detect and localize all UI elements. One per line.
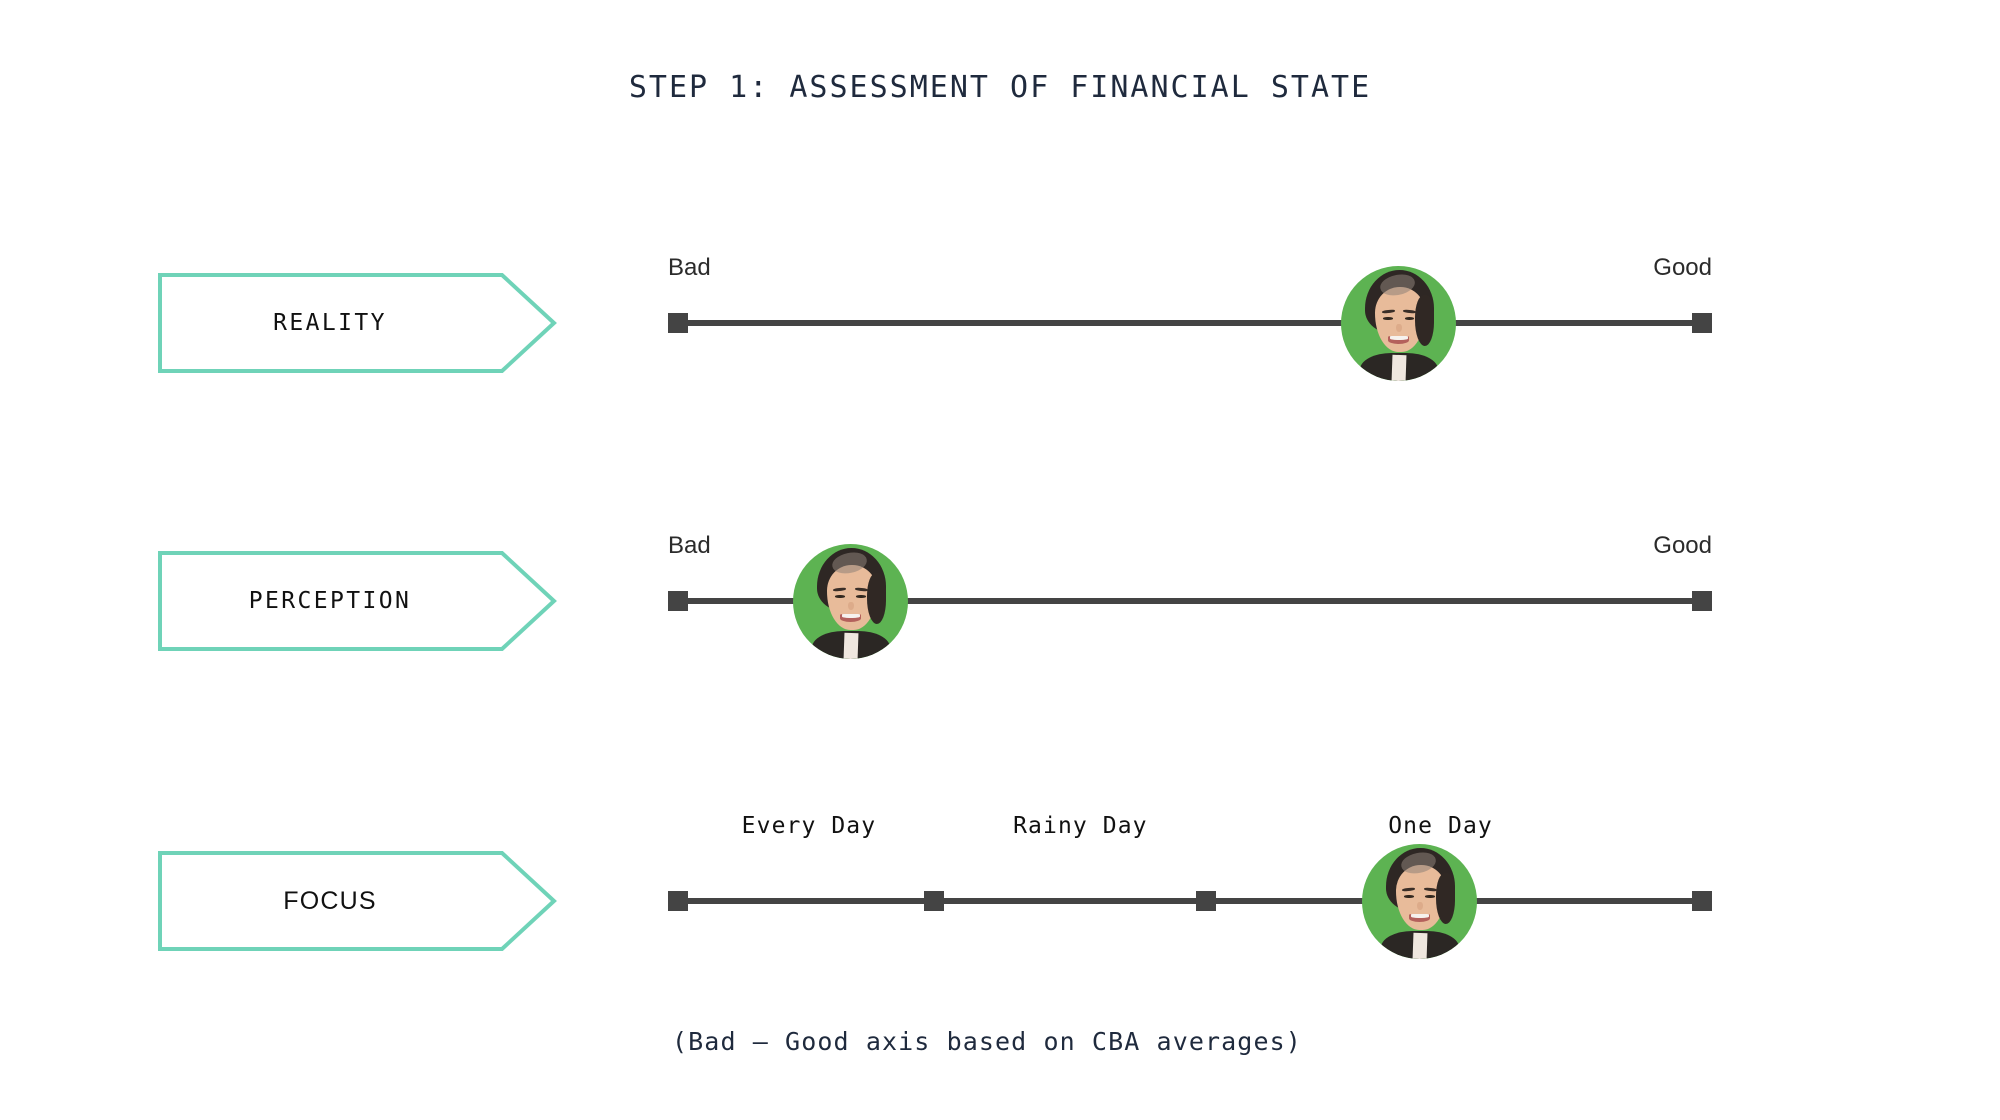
axis-start[interactable]	[668, 313, 688, 333]
axis-caption-low-perception: Bad	[668, 532, 711, 559]
focus-avatar-marker[interactable]	[1362, 843, 1478, 959]
axis-end[interactable]	[1692, 891, 1712, 911]
tick-every-day[interactable]	[668, 891, 688, 911]
avatar-photo	[793, 544, 908, 659]
chevron-shape	[158, 273, 557, 373]
stage-label-focus[interactable]: FOCUS	[158, 851, 557, 951]
axis-caption-high-reality: Good	[1653, 254, 1712, 281]
stage-label-reality[interactable]: REALITY	[158, 273, 557, 373]
axis-footnote: (Bad – Good axis based on CBA averages)	[672, 1027, 1302, 1056]
axis-track-reality[interactable]	[668, 320, 1712, 326]
page-title: STEP 1: ASSESSMENT OF FINANCIAL STATE	[628, 70, 1372, 105]
axis-end[interactable]	[1692, 313, 1712, 333]
perception-avatar-marker[interactable]	[793, 543, 909, 659]
chevron-outline-reality	[158, 273, 557, 373]
tick-one-day-label: One Day	[1388, 813, 1493, 839]
avatar-photo	[1341, 266, 1456, 381]
avatar-photo	[1362, 844, 1477, 959]
chevron-outline-focus	[158, 851, 557, 951]
axis-start[interactable]	[668, 591, 688, 611]
tick-rainy-day[interactable]	[924, 891, 945, 911]
reality-avatar-marker[interactable]	[1341, 265, 1457, 381]
chevron-shape	[158, 551, 557, 651]
stage-label-perception[interactable]: PERCEPTION	[158, 551, 557, 651]
axis-caption-high-perception: Good	[1653, 532, 1712, 559]
chevron-shape	[158, 851, 557, 951]
tick-every-day-label: Every Day	[741, 813, 877, 839]
axis-caption-low-reality: Bad	[668, 254, 711, 281]
axis-track-perception[interactable]	[668, 598, 1712, 604]
chevron-outline-perception	[158, 551, 557, 651]
tick-one-day[interactable]	[1195, 891, 1216, 911]
axis-end[interactable]	[1692, 591, 1712, 611]
axis-track-focus[interactable]	[668, 898, 1712, 904]
tick-rainy-day-label: Rainy Day	[1013, 813, 1148, 839]
